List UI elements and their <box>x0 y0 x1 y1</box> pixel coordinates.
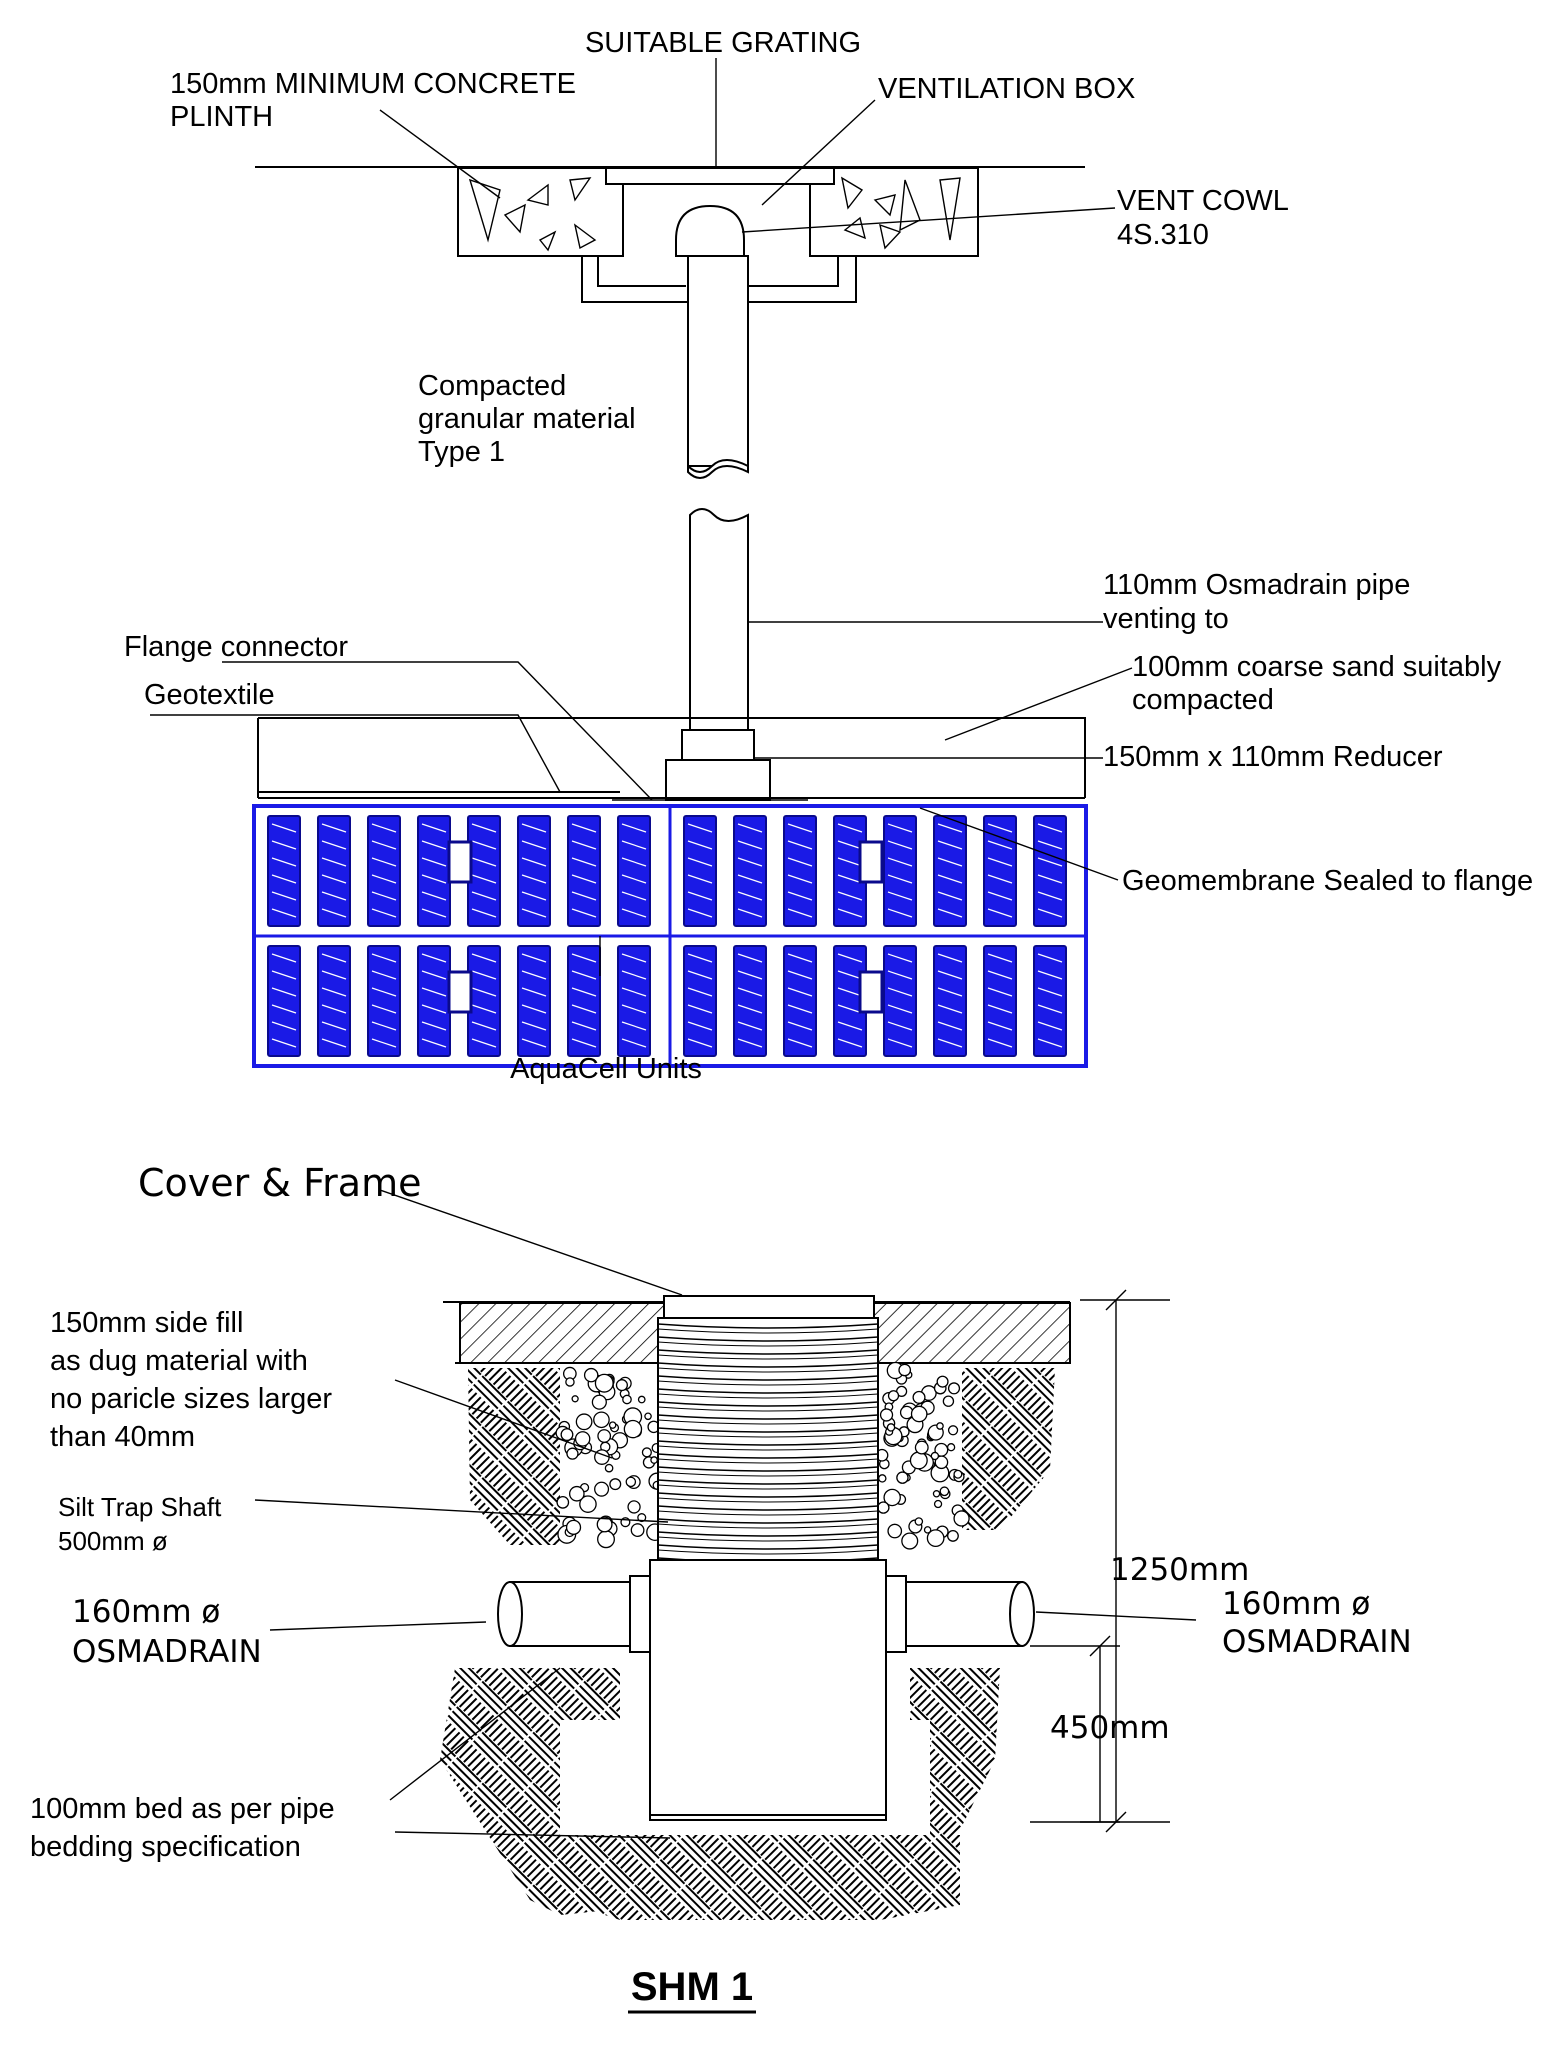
bedding-base <box>560 1835 960 1920</box>
label-sidefill-line2: as dug material with <box>50 1345 308 1377</box>
silt-trap-chamber <box>649 1559 887 1821</box>
label-pipe-line1: 110mm Osmadrain pipe <box>1103 569 1410 601</box>
dimension-total-depth: 1250mm <box>1110 1552 1249 1588</box>
label-sand-line2: compacted <box>1132 684 1274 716</box>
surface-layer-right <box>873 1302 1071 1364</box>
label-suitable-grating: SUITABLE GRATING <box>585 27 861 59</box>
label-pipe-left-line1: 160mm ø <box>72 1594 220 1630</box>
aquacell-clip <box>858 970 884 1014</box>
aquacell-clip <box>447 970 473 1014</box>
aquacell-clip <box>447 840 473 884</box>
label-pipe-right-line2: OSMADRAIN <box>1222 1624 1412 1660</box>
label-pipe-right-line1: 160mm ø <box>1222 1586 1370 1622</box>
label-sand-line1: 100mm coarse sand suitably <box>1132 651 1502 683</box>
label-granular-line2: granular material <box>418 403 636 435</box>
label-sidefill-line1: 150mm side fill <box>50 1307 243 1339</box>
dimension-invert-depth: 450mm <box>1050 1710 1170 1746</box>
ground-right-upper <box>962 1368 1055 1530</box>
label-granular-line3: Type 1 <box>418 436 505 468</box>
reducer <box>681 729 755 761</box>
aquacell-units <box>252 804 1088 1068</box>
label-sidefill-line3: no paricle sizes larger <box>50 1383 332 1415</box>
label-shaft-line2: 500mm ø <box>58 1526 168 1556</box>
side-fill-gravel <box>555 1361 970 1550</box>
label-pipe-line2: venting to <box>1103 603 1229 635</box>
label-cover-frame: Cover & Frame <box>138 1161 421 1205</box>
label-ventilation-box: VENTILATION BOX <box>878 73 1135 105</box>
osmadrain-vent-pipe <box>687 255 749 731</box>
silt-trap-shaft <box>657 1317 879 1568</box>
label-geomembrane: Geomembrane Sealed to flange <box>1122 865 1533 897</box>
label-geotextile: Geotextile <box>144 679 275 711</box>
vent-cowl <box>675 204 745 257</box>
label-plinth-line2: PLINTH <box>170 101 273 133</box>
label-vent-cowl-code: 4S.310 <box>1117 219 1209 251</box>
dimension-lines <box>1030 1289 1170 1833</box>
label-bed-line1: 100mm bed as per pipe <box>30 1793 335 1825</box>
silt-trap-detail: 1250mm 450mm Cover & Frame 150mm side fi… <box>30 1161 1412 1920</box>
label-vent-cowl: VENT COWL <box>1117 185 1289 217</box>
osmadrain-pipe-right <box>885 1575 1035 1653</box>
suitable-grating <box>605 167 835 185</box>
concrete-plinth-right <box>809 167 979 257</box>
aquacell-clip <box>858 840 884 884</box>
label-pipe-left-line2: OSMADRAIN <box>72 1634 262 1670</box>
label-shaft-line1: Silt Trap Shaft <box>58 1492 222 1522</box>
label-sidefill-line4: than 40mm <box>50 1421 195 1453</box>
osmadrain-pipe-left <box>497 1575 651 1653</box>
coarse-sand-layer <box>257 717 1086 798</box>
cover-and-frame <box>663 1295 875 1319</box>
label-flange-connector: Flange connector <box>124 631 348 663</box>
silt-leader-lines <box>254 1189 1197 1839</box>
concrete-plinth-left <box>457 167 624 257</box>
label-plinth-line1: 150mm MINIMUM CONCRETE <box>170 68 576 100</box>
ground-left-upper <box>468 1368 560 1545</box>
label-granular-line1: Compacted <box>418 370 566 402</box>
concrete-aggregate <box>468 176 961 252</box>
ground-right-lower <box>900 1668 1000 1890</box>
drawing-title: SHM 1 <box>631 1965 753 2009</box>
flange-connector <box>665 759 771 801</box>
label-bed-line2: bedding specification <box>30 1831 301 1863</box>
label-aquacell: AquaCell Units <box>510 1053 702 1085</box>
vent-leader-lines <box>150 58 1133 976</box>
surface-layer-left <box>459 1302 665 1364</box>
label-reducer: 150mm x 110mm Reducer <box>1103 741 1443 773</box>
vent-detail: SUITABLE GRATING 150mm MINIMUM CONCRETE … <box>124 27 1533 1085</box>
